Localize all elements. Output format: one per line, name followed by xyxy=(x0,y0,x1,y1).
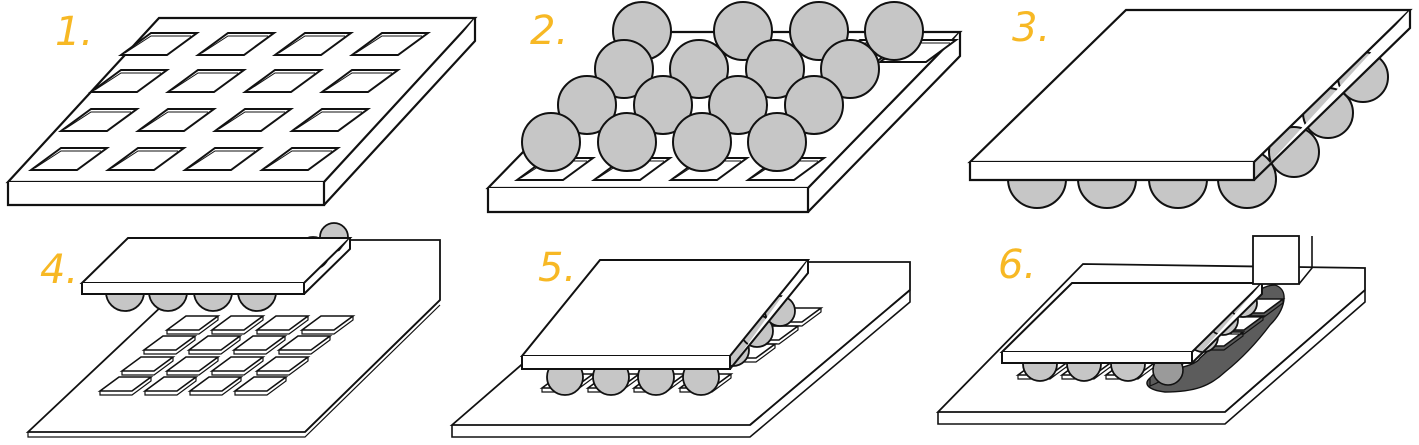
panel-3-flipped-chip xyxy=(967,8,1413,209)
panel-1-substrate-with-pads xyxy=(5,16,478,207)
step-label-4: 4. xyxy=(40,247,78,293)
step-label-3: 3. xyxy=(1012,5,1050,51)
panel-4-align-chip-to-board xyxy=(25,222,441,438)
solder-ball-array xyxy=(521,1,924,172)
step-label-6: 6. xyxy=(998,242,1036,288)
step-label-2: 2. xyxy=(530,8,568,54)
panel-6-underfill-dispense xyxy=(935,235,1366,425)
panel-5-chip-bonded xyxy=(449,259,911,438)
panel-2-solder-balls-placed xyxy=(485,1,963,214)
dispense-needle xyxy=(1252,235,1313,285)
step-label-5: 5. xyxy=(538,245,576,291)
step-label-1: 1. xyxy=(55,9,93,55)
